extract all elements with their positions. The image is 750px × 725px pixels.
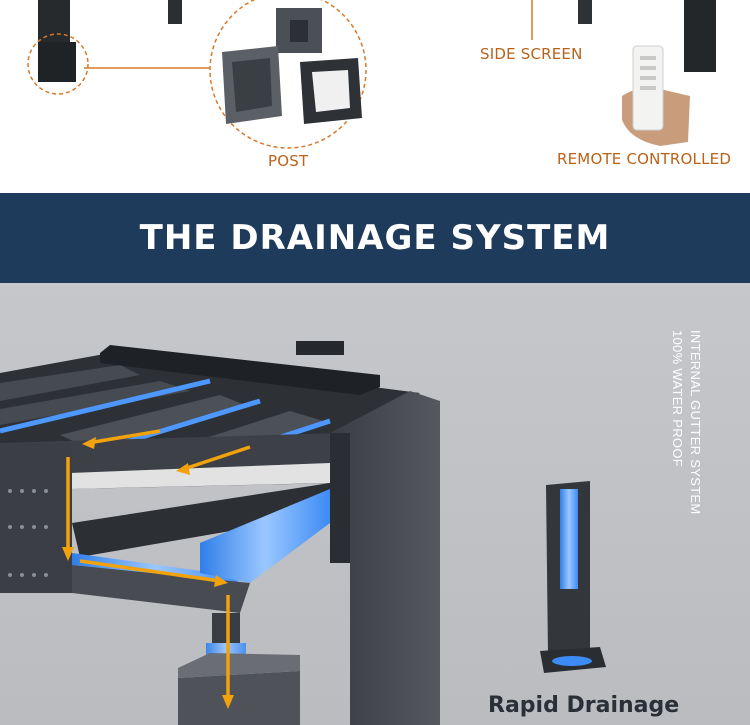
- roof-gutter-water: [0, 378, 211, 434]
- remote-button: [640, 66, 656, 70]
- drainage-section: INTERNAL GUTTER SYSTEM 100% WATER PROOF …: [0, 283, 750, 725]
- lower-post-top: [178, 653, 300, 678]
- side-beam: [72, 483, 335, 557]
- remote-button: [640, 56, 656, 60]
- remote-controlled-label: REMOTE CONTROLLED: [557, 150, 732, 168]
- left-post-holes: [8, 489, 48, 577]
- water-proof-text: 100% WATER PROOF: [670, 330, 685, 467]
- side-screen-label: SIDE SCREEN: [480, 45, 583, 63]
- side-screen-column-a: [578, 0, 592, 24]
- louver: [0, 381, 190, 425]
- banner-title: THE DRAINAGE SYSTEM: [139, 218, 611, 258]
- parts-section: POST SIDE SCREEN REMOTE CONTROLLED: [0, 0, 750, 193]
- drainage-post-outlet: [552, 656, 592, 666]
- arrow-gutter: [79, 559, 221, 583]
- post-base: [38, 42, 76, 82]
- gutter-water-left: [72, 553, 240, 583]
- post-bracket: [330, 433, 350, 563]
- post-frame-hole: [312, 70, 350, 112]
- post-column: [38, 0, 70, 42]
- arrow-head: [62, 547, 74, 561]
- arrow-roof-right: [183, 445, 251, 471]
- drainage-illustration: [0, 341, 606, 725]
- motor-housing: [100, 345, 380, 395]
- lower-beam: [72, 565, 250, 613]
- post-zoom-circle: [27, 33, 89, 95]
- post-cap-slot: [290, 20, 308, 42]
- drainage-post-water: [560, 489, 578, 589]
- gutter-water-right: [200, 489, 330, 583]
- internal-gutter-text: INTERNAL GUTTER SYSTEM: [688, 330, 703, 515]
- arrow-head: [214, 575, 228, 587]
- remote-button: [640, 76, 656, 80]
- arrow-head: [82, 437, 96, 449]
- side-screen-column-b: [684, 0, 716, 72]
- rapid-drainage-caption: Rapid Drainage: [488, 693, 680, 718]
- lower-post: [178, 671, 300, 725]
- flow-arrows: [62, 429, 251, 709]
- parts-illustration: [27, 0, 716, 149]
- left-post: [0, 443, 72, 593]
- beam-highlight: [70, 463, 330, 489]
- remote-button: [640, 86, 656, 90]
- post-column-small: [168, 0, 182, 24]
- arrow-roof-left: [87, 429, 161, 445]
- post-label: POST: [268, 152, 309, 170]
- arrow-head: [222, 695, 234, 709]
- arrow-head: [176, 463, 190, 475]
- louver: [0, 365, 140, 401]
- motor-unit: [296, 341, 344, 355]
- downspout-pipe: [212, 613, 240, 643]
- post-bracket-inner: [232, 58, 272, 112]
- right-main-post: [330, 391, 440, 725]
- louver: [60, 395, 250, 449]
- section-banner: THE DRAINAGE SYSTEM: [0, 193, 750, 283]
